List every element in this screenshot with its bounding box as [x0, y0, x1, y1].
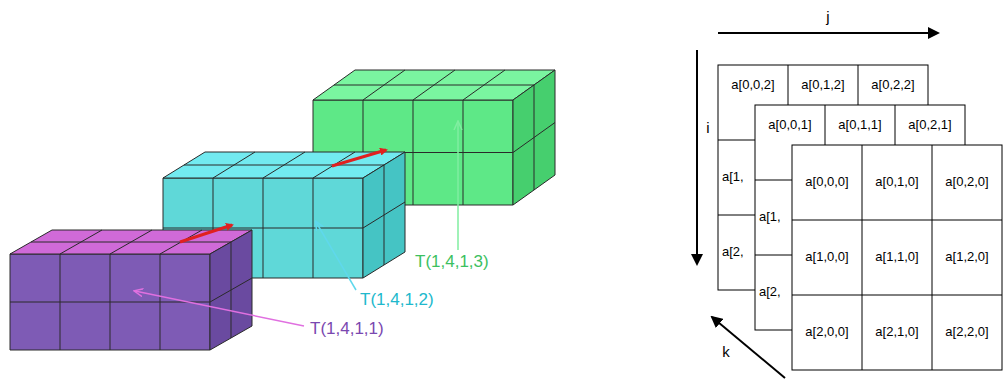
grid-line: [534, 85, 535, 190]
axis-label: i: [706, 120, 709, 137]
side-face: [210, 230, 252, 350]
array-cell: a[1,1,0]: [875, 250, 918, 264]
array-cell: a[1,: [722, 170, 744, 184]
array-cell: a[0,0,1]: [768, 118, 811, 132]
array-layers: [718, 65, 1002, 370]
array-cell: a[2,0,0]: [805, 325, 848, 339]
array-cell: a[0,0,2]: [731, 78, 774, 92]
front-face: [10, 254, 210, 350]
axis-label: k: [722, 344, 730, 361]
grid-line: [163, 228, 363, 229]
array-cell: a[1,: [759, 210, 781, 224]
side-face: [363, 152, 405, 278]
block-label: T(1,4,1,3): [415, 253, 489, 272]
layer-k2: [718, 65, 928, 290]
array-cell: a[0,0,0]: [805, 175, 848, 189]
block-label: T(1,4,1,2): [360, 291, 434, 310]
transfer-arrows: [180, 150, 386, 242]
grid-line: [184, 165, 384, 166]
array-cell: a[0,1,0]: [875, 175, 918, 189]
grid-line: [31, 242, 231, 243]
array-cell: a[0,1,1]: [838, 118, 881, 132]
grid-line: [334, 85, 534, 86]
red-arrow: [180, 225, 232, 242]
grid-line: [10, 302, 210, 303]
side-face: [513, 70, 555, 205]
axis-arrow: [718, 32, 938, 34]
array-cell: a[0,2,2]: [871, 78, 914, 92]
array-cell: a[2,2,0]: [945, 325, 988, 339]
red-arrow: [332, 150, 386, 166]
array-cell: a[2,1,0]: [875, 325, 918, 339]
array-cell: a[2,: [722, 245, 744, 259]
grid-line: [384, 165, 385, 265]
axis-arrow: [712, 317, 785, 378]
axis-arrow: [696, 50, 698, 264]
block-cuboid: [10, 230, 252, 350]
array-cell: a[1,0,0]: [805, 250, 848, 264]
axis-arrows: [697, 33, 938, 378]
array-cell: a[0,1,2]: [801, 78, 844, 92]
grid-line: [231, 242, 232, 338]
layer-k0: [792, 145, 1002, 370]
array-cell: a[2,: [759, 285, 781, 299]
axis-label: j: [826, 9, 829, 26]
block-label: T(1,4,1,1): [310, 320, 384, 339]
array-cell: a[0,2,1]: [908, 118, 951, 132]
array-cell: a[1,2,0]: [945, 250, 988, 264]
block-cuboids: [10, 70, 555, 350]
leader-line: [316, 222, 356, 290]
leader-line: [457, 122, 459, 250]
leader-lines: [135, 122, 458, 326]
array-cell: a[0,2,0]: [945, 175, 988, 189]
leader-line: [135, 291, 304, 326]
